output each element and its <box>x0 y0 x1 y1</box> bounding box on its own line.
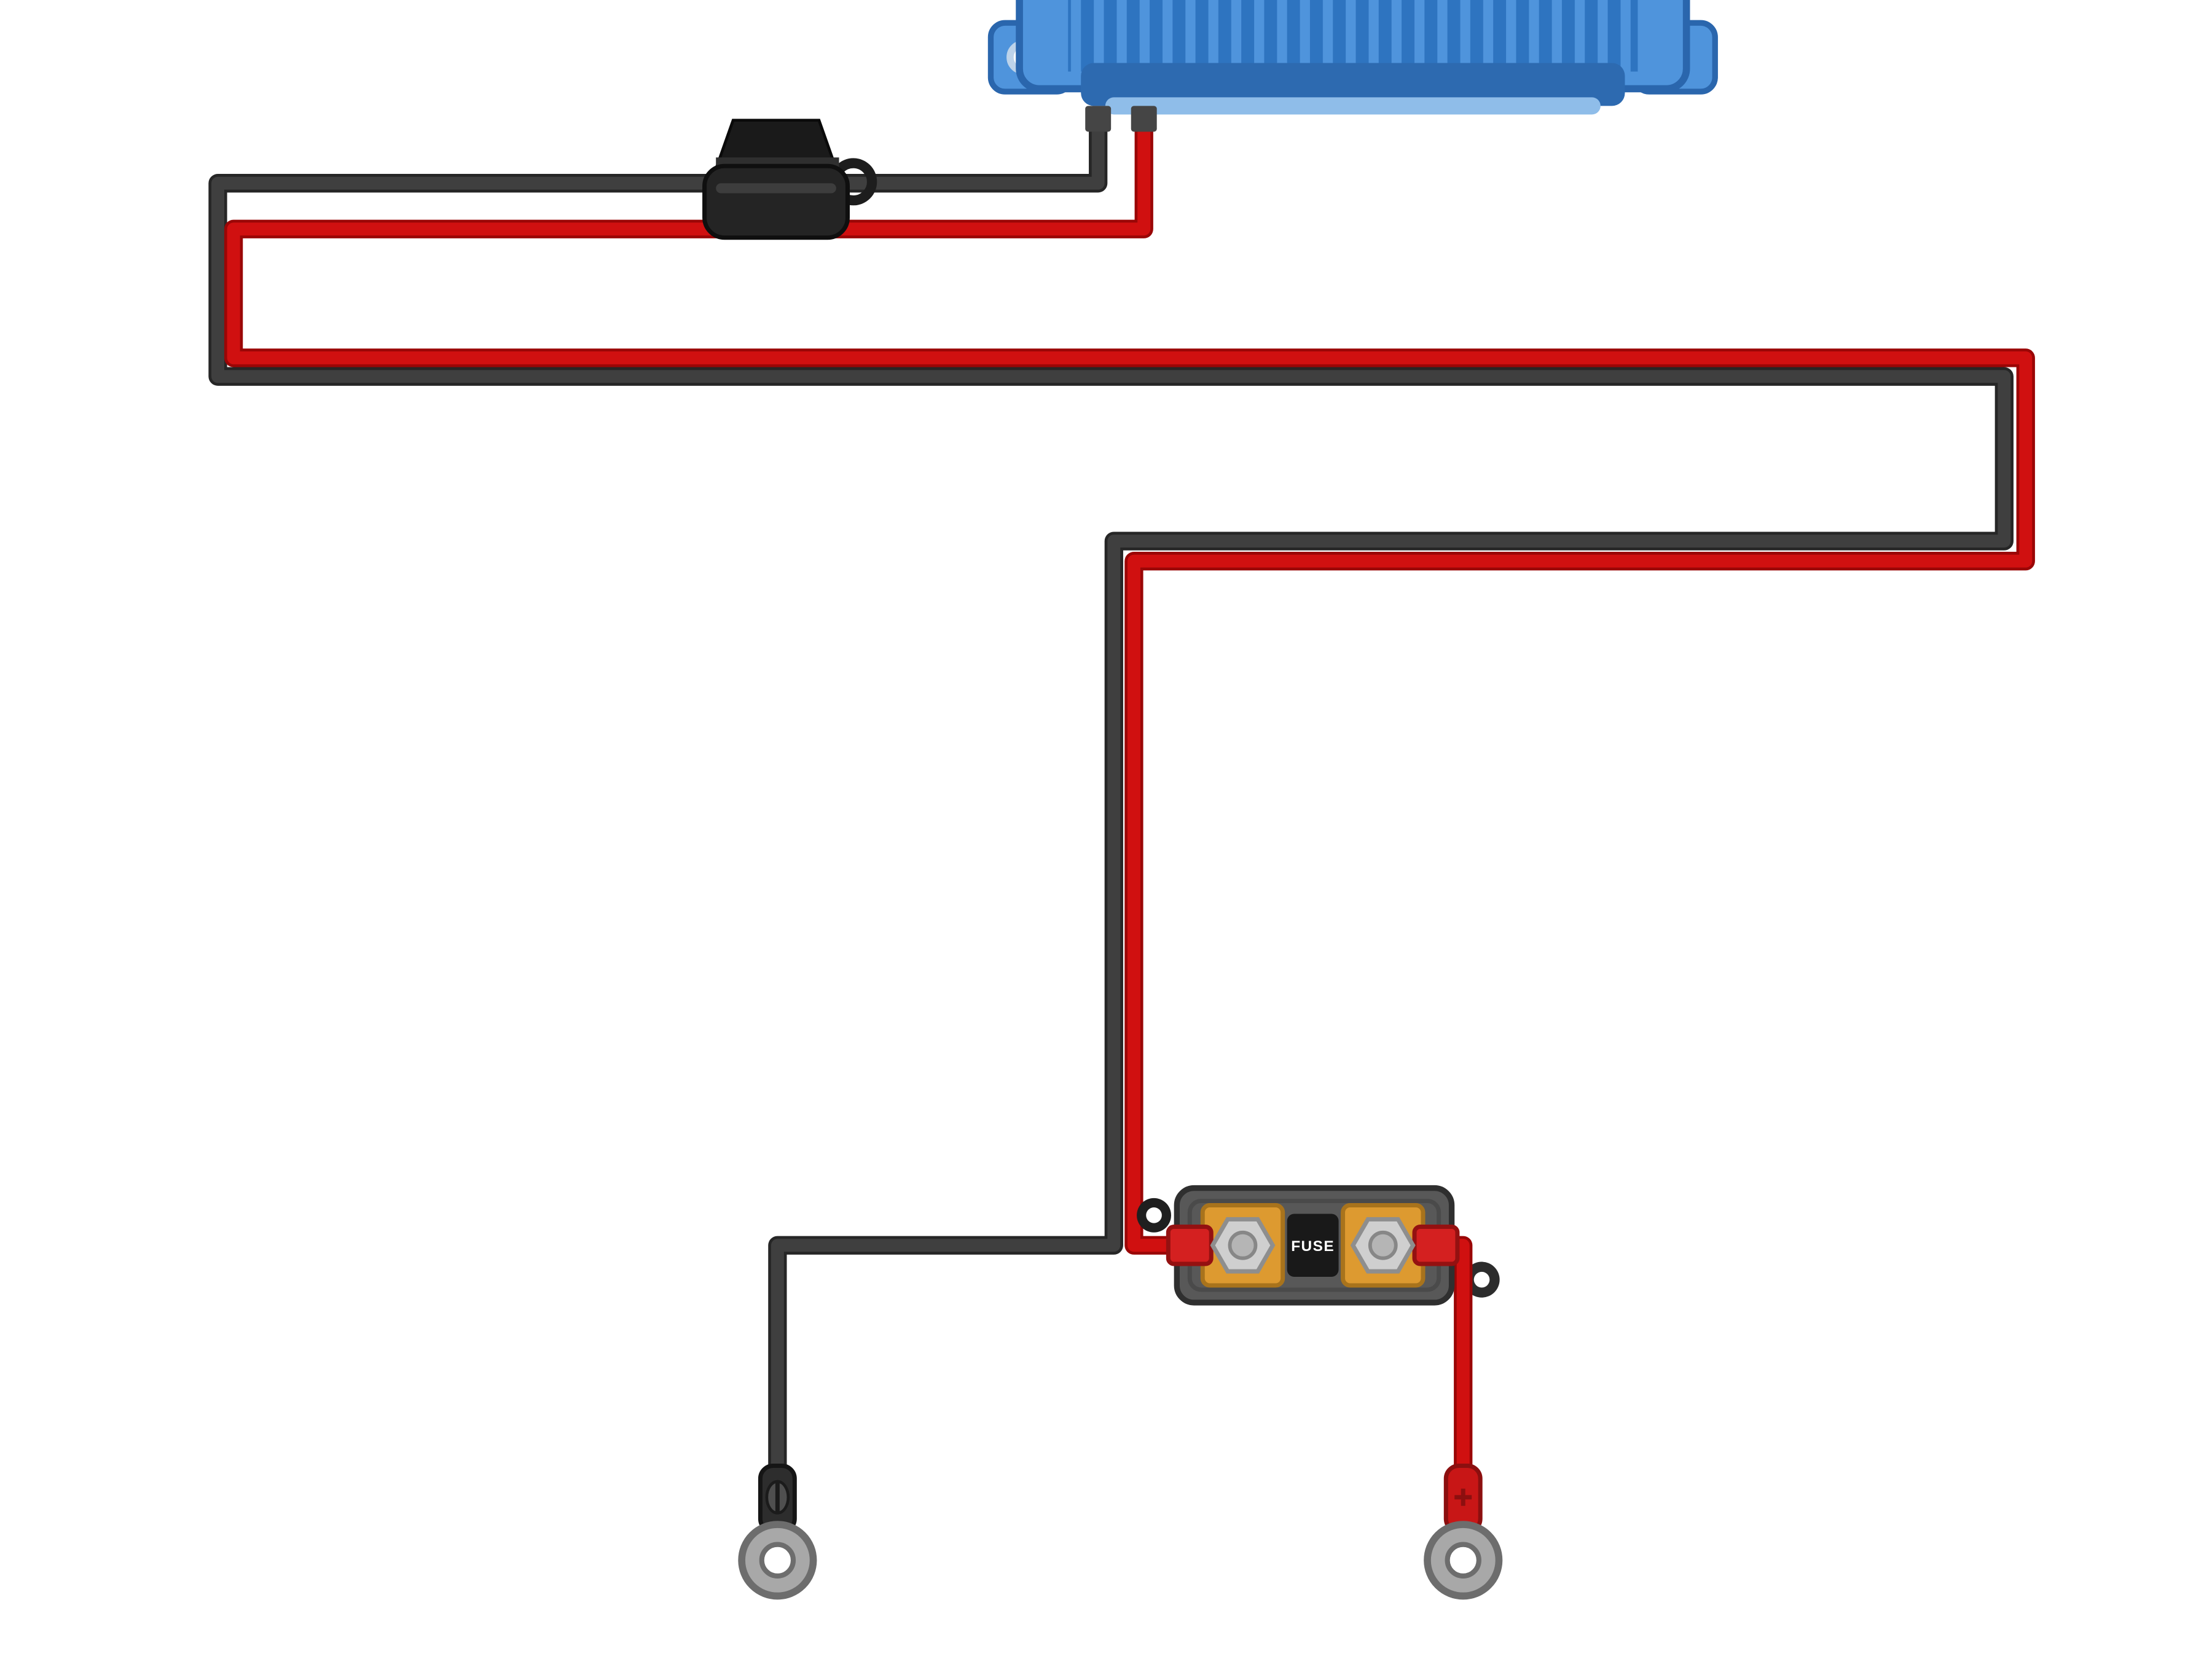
charger-terminal-positive <box>1131 106 1157 132</box>
fuse-holder-body <box>702 163 850 240</box>
battery-charger <box>987 0 1718 132</box>
negative-wire <box>211 120 2011 1489</box>
positive-ring-terminal <box>1424 1464 1503 1600</box>
charger-bottom-bar <box>1081 63 1625 106</box>
fuse-label: FUSE <box>1291 1238 1335 1255</box>
fuse-bolt-right <box>1350 1217 1416 1274</box>
positive-ring-hole <box>1445 1542 1481 1579</box>
fuse-block-mount-hole-left <box>1137 1198 1171 1233</box>
anl-fuse-block: FUSE <box>1166 1185 1460 1306</box>
fuse-label-plate <box>1287 1214 1339 1277</box>
positive-crimp-right <box>1412 1224 1460 1266</box>
fuse-block-mount-hole-right <box>1464 1261 1500 1298</box>
positive-crimp-left <box>1166 1224 1214 1266</box>
negative-ring-hole <box>759 1542 796 1579</box>
fuse-bolt-left <box>1210 1217 1276 1274</box>
charger-ribs <box>1068 0 1638 72</box>
charger-terminal-negative <box>1085 106 1112 132</box>
positive-wire <box>227 120 2033 1252</box>
charger-bottom-lip <box>1105 97 1601 115</box>
negative-ring-terminal <box>738 1464 817 1600</box>
inline-fuse-holder <box>702 119 877 240</box>
fuse-holder-highlight <box>716 183 836 194</box>
